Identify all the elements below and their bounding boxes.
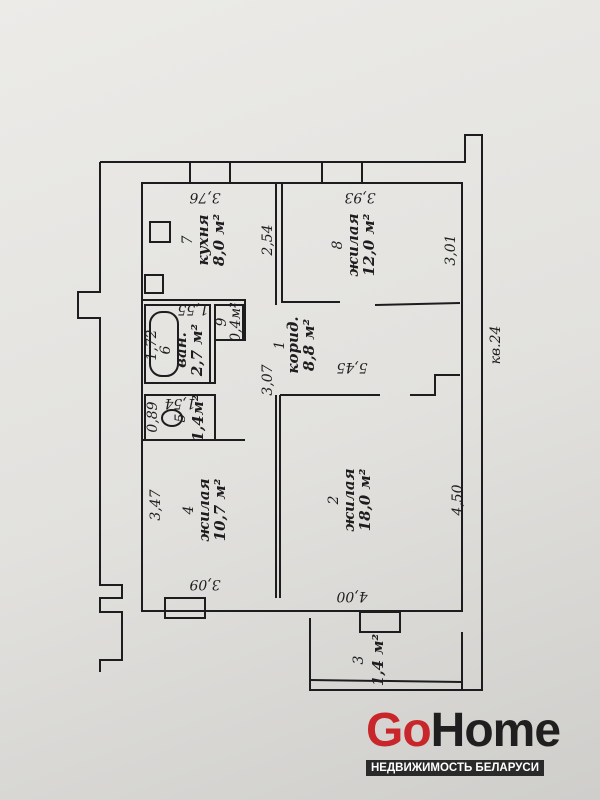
stove-icon xyxy=(149,221,171,243)
room-4-num: 4 xyxy=(181,506,197,516)
dim-room8-top: 3,93 xyxy=(344,189,375,205)
dim-bath-length: 1,72 xyxy=(144,329,160,360)
window xyxy=(321,161,363,184)
balcony-3 xyxy=(309,618,463,691)
room-6-name: ван. xyxy=(172,332,190,368)
room-8-name: жилая xyxy=(344,213,362,276)
outer-wall xyxy=(100,134,483,691)
dim-kitchen-side: 2,54 xyxy=(260,224,276,256)
closet-9 xyxy=(214,304,244,341)
brand-logo: GoHome xyxy=(366,704,561,757)
wall xyxy=(374,302,461,306)
dim-wc-length: 1,54 xyxy=(164,395,195,411)
apartment-label: кв.24 xyxy=(488,326,504,365)
dim-room8-side: 3,01 xyxy=(443,234,459,265)
dim-corridor-length: 5,45 xyxy=(336,359,367,375)
dim-room2-bottom: 4,00 xyxy=(336,588,368,604)
dim-room4-bottom: 3,09 xyxy=(189,576,220,592)
window xyxy=(164,597,206,619)
room-3-area: 1,4 м² xyxy=(369,633,387,686)
room-6-area: 2,7 м² xyxy=(188,323,206,377)
room-9-area: 0,4м² xyxy=(228,302,244,342)
room-2-name: жилая xyxy=(340,468,358,531)
wall xyxy=(410,374,460,396)
brand-go: Go xyxy=(366,704,432,757)
sink-icon xyxy=(144,274,164,294)
room-8-num: 8 xyxy=(330,240,346,249)
dim-room2-side: 4,50 xyxy=(450,484,466,516)
outer-wall xyxy=(77,162,123,672)
room-1-name: корид. xyxy=(284,316,302,373)
bathtub-icon xyxy=(149,311,179,377)
window xyxy=(189,161,231,184)
dim-kitchen-top: 3,76 xyxy=(189,189,220,205)
wall xyxy=(281,183,340,303)
room-2-area: 18,0 м² xyxy=(356,468,374,531)
room-5-area: 1,4м² xyxy=(189,394,207,441)
room-9-num: 9 xyxy=(214,317,230,326)
room-2-num: 2 xyxy=(326,495,342,505)
brand-tagline: НЕДВИЖИМОСТЬ БЕЛАРУСИ xyxy=(366,760,544,776)
room-7-num: 7 xyxy=(180,235,196,244)
balcony-rail xyxy=(309,679,463,683)
dim-bath-width: 1,55 xyxy=(177,301,208,317)
brand-home: Home xyxy=(430,704,561,757)
inner-wall-outline xyxy=(141,182,463,612)
room-6-num: 6 xyxy=(158,345,174,354)
room-1-area: 8,8 м² xyxy=(300,318,318,371)
window xyxy=(359,611,401,633)
room-7-name: кухня xyxy=(194,214,212,265)
room-7-area: 8,0 м² xyxy=(210,213,228,266)
dim-wc-width: 0,89 xyxy=(145,401,161,432)
room-1-num: 1 xyxy=(272,341,288,350)
toilet-icon xyxy=(161,409,183,427)
room-3-num: 3 xyxy=(351,655,367,664)
bathroom-6 xyxy=(144,304,211,384)
room-4-area: 10,7 м² xyxy=(211,478,229,541)
dim-room4-side: 3,47 xyxy=(148,489,164,520)
gohome-watermark: GoHome НЕДВИЖИМОСТЬ БЕЛАРУСИ xyxy=(366,704,561,776)
dim-corridor-side: 3,07 xyxy=(260,364,276,395)
room-8-area: 12,0 м² xyxy=(360,213,378,276)
room-4-name: жилая xyxy=(195,478,213,541)
room-5-num: 5 xyxy=(173,413,189,422)
